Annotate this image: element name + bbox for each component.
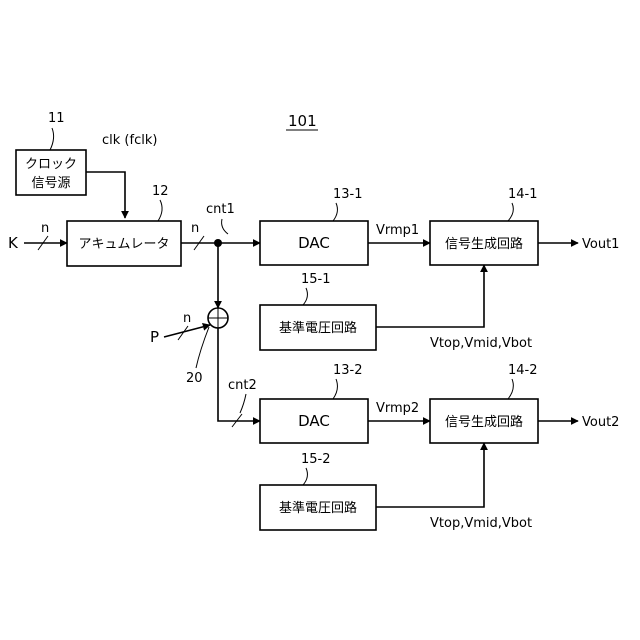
gen1-ref: 14-1: [508, 187, 538, 202]
signal-gen2-label: 信号生成回路: [445, 414, 523, 430]
clock-source-label-line2: 信号源: [31, 176, 70, 191]
accumulator-ref-leader: [158, 200, 162, 221]
k-bus-width: n: [41, 221, 49, 236]
accumulator-label: アキュムレータ: [78, 237, 169, 252]
gen2-ref-leader: [508, 379, 513, 399]
ref2-to-gen2-wire: [376, 443, 484, 507]
dac2-ref-leader: [333, 379, 337, 399]
dac1-ref-leader: [333, 203, 337, 221]
ref1-ref-leader: [303, 288, 307, 305]
vrmp1-label: Vrmp1: [376, 223, 419, 238]
clock-ref-leader: [50, 128, 54, 150]
dac1-label: DAC: [298, 234, 330, 252]
dac1-ref: 13-1: [333, 187, 363, 202]
ref2-ref-leader: [303, 468, 307, 485]
ref-voltage1-label: 基準電圧回路: [279, 320, 357, 336]
ref1-to-gen1-wire: [376, 265, 484, 327]
cnt1-bus-width: n: [191, 221, 199, 236]
clock-signal-label: clk (fclk): [102, 133, 157, 148]
k-input-label: K: [8, 234, 19, 252]
clock-wire: [86, 172, 125, 218]
cnt2-label: cnt2: [228, 378, 257, 393]
accumulator-ref: 12: [152, 184, 169, 199]
cnt2-leader: [240, 394, 246, 413]
ref2-signals-label: Vtop,Vmid,Vbot: [430, 516, 532, 531]
clock-ref: 11: [48, 111, 65, 126]
ref1-signals-label: Vtop,Vmid,Vbot: [430, 336, 532, 351]
vout2-label: Vout2: [582, 415, 619, 430]
p-bus-width: n: [183, 311, 191, 326]
cnt1-label: cnt1: [206, 202, 235, 217]
ref2-ref: 15-2: [301, 452, 331, 467]
dac2-ref: 13-2: [333, 363, 363, 378]
dac2-label: DAC: [298, 412, 330, 430]
clock-source-label-line1: クロック: [25, 157, 77, 172]
ref1-ref: 15-1: [301, 272, 331, 287]
adder-ref: 20: [186, 371, 203, 386]
signal-gen1-label: 信号生成回路: [445, 236, 523, 252]
cnt1-leader: [222, 219, 228, 234]
ref-voltage2-label: 基準電圧回路: [279, 500, 357, 516]
cnt2-wire: [218, 328, 260, 421]
gen2-ref: 14-2: [508, 363, 538, 378]
vrmp2-label: Vrmp2: [376, 401, 419, 416]
p-input-label: P: [150, 328, 159, 346]
gen1-ref-leader: [508, 203, 513, 221]
figure-number: 101: [288, 112, 317, 130]
vout1-label: Vout1: [582, 237, 619, 252]
adder-ref-leader: [196, 327, 209, 368]
